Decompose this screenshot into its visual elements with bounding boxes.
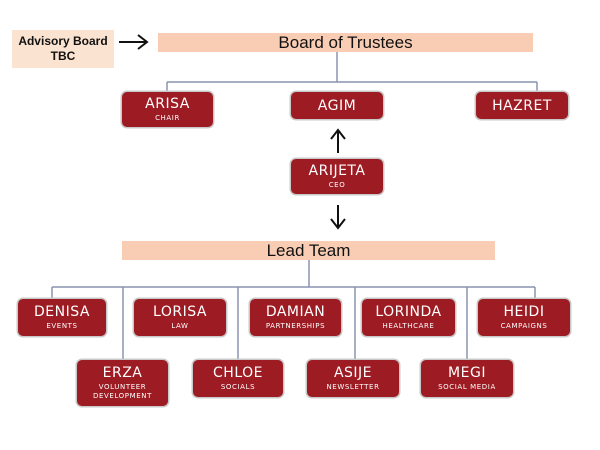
member-name: LORINDA [375, 304, 442, 320]
ceo-role: CEO [328, 181, 346, 189]
member-role: PARTNERSHIPS [265, 322, 326, 330]
team-card-asije: ASIJE NEWSLETTER [307, 360, 399, 397]
member-role: SOCIALS [220, 383, 256, 391]
member-name: ASIJE [333, 365, 373, 381]
advisory-board-box: Advisory Board TBC [12, 30, 114, 68]
team-card-denisa: DENISA EVENTS [18, 299, 106, 336]
member-role: EVENTS [46, 322, 78, 330]
trustee-role: CHAIR [155, 114, 180, 122]
member-name: DAMIAN [265, 304, 326, 320]
ceo-name: ARIJETA [308, 163, 366, 179]
member-role: VOLUNTEER DEVELOPMENT [93, 383, 152, 400]
trustee-card-arisa: ARISA CHAIR [122, 92, 213, 127]
advisory-board-label: Advisory Board [18, 34, 108, 48]
member-role: CAMPAIGNS [500, 322, 548, 330]
board-of-trustees-banner: Board of Trustees [158, 33, 533, 52]
up-arrow [330, 128, 346, 153]
team-card-heidi: HEIDI CAMPAIGNS [478, 299, 570, 336]
team-card-lorisa: LORISA LAW [134, 299, 226, 336]
member-name: DENISA [34, 304, 90, 320]
member-name: HEIDI [503, 304, 545, 320]
advisory-board-status: TBC [50, 49, 76, 63]
lead-team-banner: Lead Team [122, 241, 495, 260]
member-role: HEALTHCARE [382, 322, 435, 330]
member-role: SOCIAL MEDIA [438, 383, 496, 391]
trustee-name: ARISA [145, 96, 190, 112]
board-of-trustees-title: Board of Trustees [278, 32, 413, 52]
team-card-chloe: CHLOE SOCIALS [193, 360, 283, 397]
team-card-erza: ERZA VOLUNTEER DEVELOPMENT [77, 360, 168, 406]
member-name: LORISA [153, 304, 207, 320]
team-card-damian: DAMIAN PARTNERSHIPS [250, 299, 341, 336]
member-name: CHLOE [213, 365, 263, 381]
trustee-card-agim: AGIM [291, 92, 383, 119]
member-role: LAW [171, 322, 189, 330]
advisory-arrow [119, 34, 149, 50]
member-role: NEWSLETTER [326, 383, 380, 391]
trustee-name: HAZRET [492, 97, 552, 114]
team-card-lorinda: LORINDA HEALTHCARE [362, 299, 455, 336]
ceo-card: ARIJETA CEO [291, 159, 383, 194]
member-name: MEGI [448, 365, 486, 381]
team-card-megi: MEGI SOCIAL MEDIA [421, 360, 513, 397]
down-arrow [330, 205, 346, 230]
trustee-name: AGIM [317, 97, 357, 114]
lead-team-title: Lead Team [266, 240, 351, 260]
member-name: ERZA [102, 365, 143, 381]
trustee-card-hazret: HAZRET [476, 92, 568, 119]
